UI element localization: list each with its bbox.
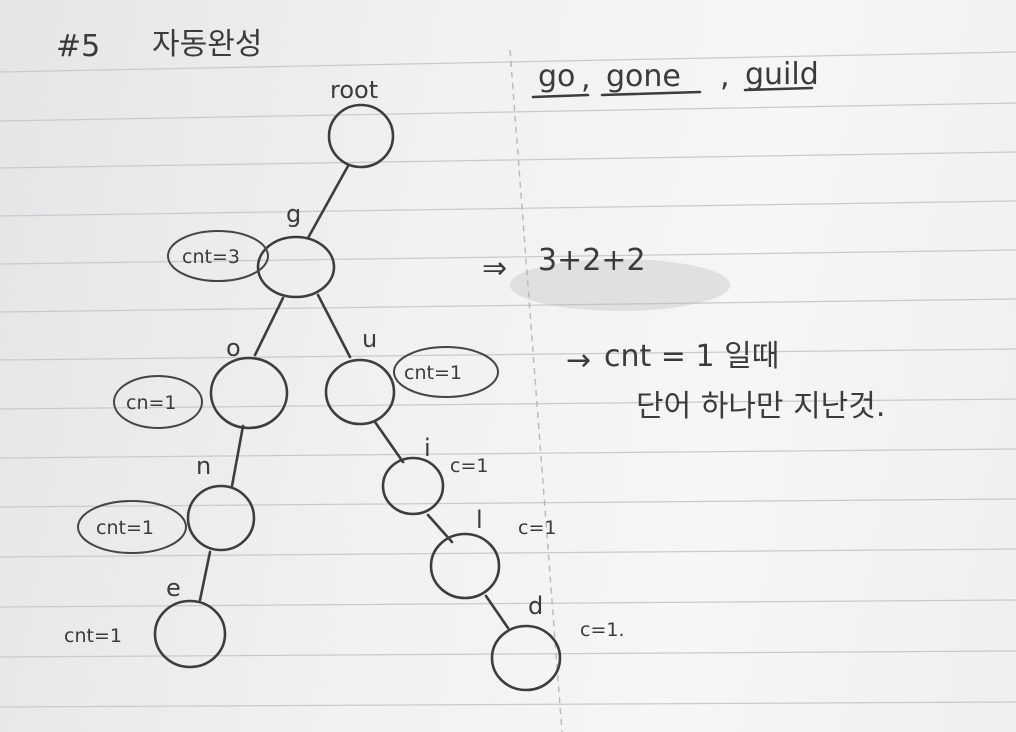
count-label-g: cnt=3 bbox=[182, 246, 240, 268]
result-arrow: ⇒ bbox=[482, 251, 507, 286]
trie-node-e bbox=[153, 599, 227, 669]
node-letter-n: n bbox=[196, 452, 211, 480]
edge-g-o bbox=[253, 296, 285, 357]
count-label-u: cnt=1 bbox=[404, 362, 462, 384]
trie-node-i bbox=[381, 456, 445, 516]
word-separator: , bbox=[720, 59, 730, 94]
node-letter-l: l bbox=[476, 506, 483, 534]
trie-node-root bbox=[327, 103, 395, 169]
edge-l-d bbox=[484, 594, 510, 630]
explanation-line1: cnt = 1 일때 bbox=[604, 339, 779, 374]
underline-gone bbox=[600, 90, 702, 97]
word-list: go , gone , guild bbox=[531, 57, 819, 99]
count-label-i: c=1 bbox=[450, 455, 488, 477]
eraser-smudge bbox=[510, 259, 730, 311]
count-bubble-g bbox=[167, 230, 269, 282]
word-gone: gone bbox=[606, 59, 681, 94]
trie-node-l bbox=[429, 532, 501, 600]
root-label: root bbox=[330, 76, 378, 104]
edge-g-u bbox=[316, 293, 352, 359]
word-go: go bbox=[538, 59, 575, 94]
trie-node-u bbox=[324, 358, 396, 426]
word-guild: guild bbox=[745, 57, 819, 92]
count-label-o: cn=1 bbox=[126, 392, 177, 414]
node-letter-o: o bbox=[226, 334, 241, 362]
title-korean: 자동완성 bbox=[152, 27, 262, 62]
trie-node-g bbox=[256, 235, 336, 299]
count-bubble-n bbox=[77, 500, 187, 554]
count-label-e: cnt=1 bbox=[64, 625, 122, 647]
edge-o-n bbox=[230, 424, 245, 488]
trie-node-d bbox=[490, 624, 562, 692]
edge-u-i bbox=[373, 420, 405, 464]
edge-root-g bbox=[306, 164, 350, 240]
count-bubble-u bbox=[393, 346, 499, 398]
count-label-n: cnt=1 bbox=[96, 517, 154, 539]
trie-node-n bbox=[186, 484, 256, 552]
result-expression: 3+2+2 bbox=[538, 243, 646, 278]
count-label-l: c=1 bbox=[518, 517, 556, 539]
node-letter-i: i bbox=[424, 434, 431, 462]
node-letter-e: e bbox=[166, 574, 181, 602]
trie-node-o bbox=[209, 356, 289, 430]
node-letter-d: d bbox=[528, 592, 543, 620]
trie-edges bbox=[198, 164, 510, 630]
explanation-arrow: → bbox=[566, 343, 591, 378]
edge-n-e bbox=[198, 550, 212, 602]
ruled-lines bbox=[0, 51, 1016, 708]
count-label-d: c=1. bbox=[580, 619, 625, 641]
margin-line bbox=[509, 49, 563, 732]
underline-guild bbox=[743, 86, 814, 92]
node-letter-u: u bbox=[362, 325, 377, 353]
explanation-line2: 단어 하나만 지난것. bbox=[636, 389, 885, 424]
node-letter-g: g bbox=[286, 200, 301, 228]
underline-go bbox=[531, 93, 590, 99]
word-separator: , bbox=[581, 61, 591, 96]
count-bubble-o bbox=[113, 375, 203, 429]
title-number: #5 bbox=[56, 29, 100, 64]
